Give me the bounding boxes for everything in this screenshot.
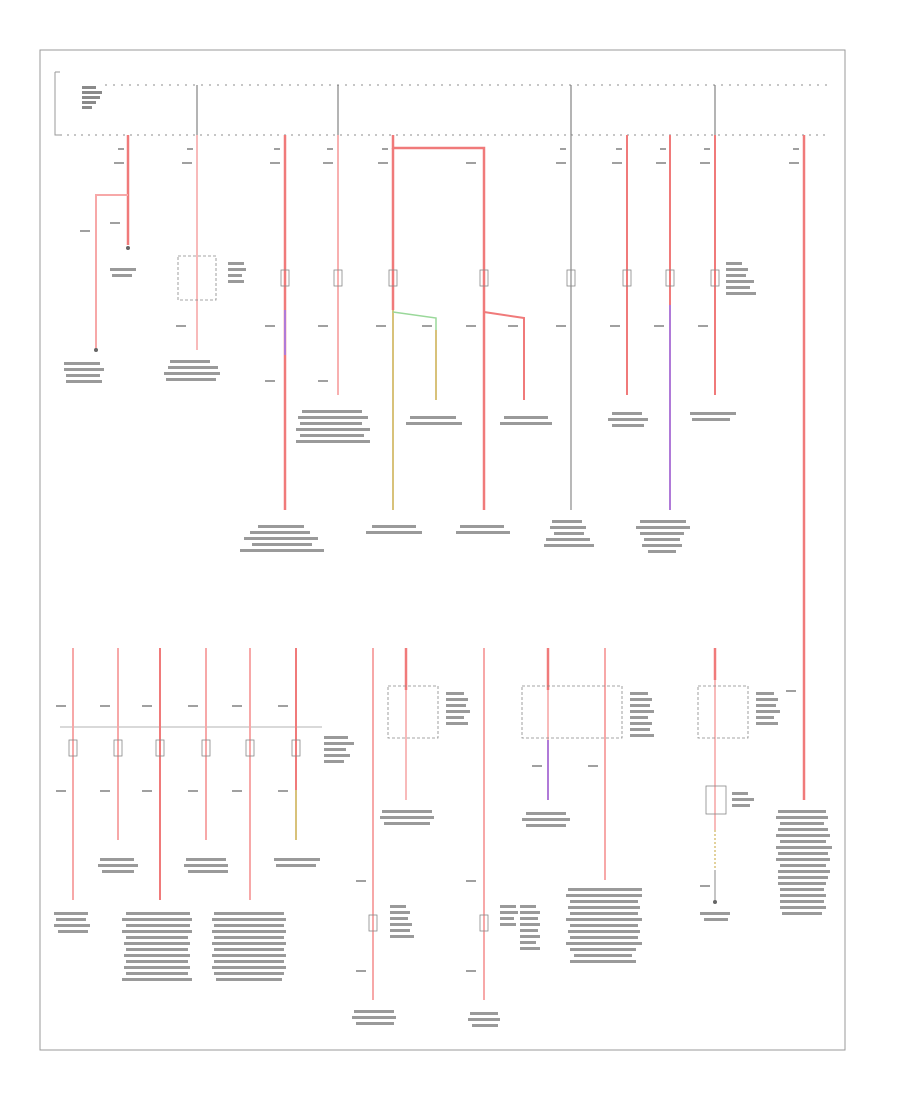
fuse-icon — [201, 739, 211, 757]
fuse-icon — [479, 269, 489, 287]
lower-circuit-center-2 — [468, 648, 518, 1027]
relay-icon — [177, 255, 217, 301]
bus-taps — [196, 85, 716, 135]
upper-circuit-4 — [296, 135, 370, 443]
upper-circuit-1 — [64, 135, 136, 383]
fuse-icon — [710, 269, 720, 287]
fuse-icon — [479, 914, 489, 932]
lower-circuit-center-1 — [352, 648, 470, 1025]
ground-icon — [126, 246, 130, 250]
fuse-icon — [68, 739, 78, 757]
diagram-frame — [39, 49, 846, 1051]
lower-circuit-right-2 — [697, 648, 780, 921]
relay-icon — [705, 785, 727, 815]
upper-circuit-3 — [240, 135, 324, 552]
fuse-icon — [113, 739, 123, 757]
upper-circuit-6 — [544, 135, 594, 547]
fuse-icon — [280, 269, 290, 287]
fuse-icon — [368, 914, 378, 932]
fuse-icon — [333, 269, 343, 287]
power-source-label-marks — [82, 86, 102, 109]
power-source-block — [54, 71, 102, 136]
fuse-icon — [245, 739, 255, 757]
fuse-icon — [155, 739, 165, 757]
fuse-icon — [665, 269, 675, 287]
wire-tag-marks — [56, 148, 799, 972]
upper-circuit-9 — [690, 135, 756, 421]
upper-circuit-10-feed — [776, 135, 832, 915]
relay-icon — [521, 685, 623, 739]
upper-circuit-2 — [164, 135, 246, 381]
upper-circuit-8 — [636, 135, 690, 553]
connector-icon — [94, 348, 98, 352]
ground-icon — [713, 900, 717, 904]
lower-relay-bank — [54, 648, 354, 981]
fuse-icon — [622, 269, 632, 287]
fuse-icon — [291, 739, 301, 757]
relay-icon — [697, 685, 749, 739]
lower-circuit-right-1 — [520, 648, 654, 963]
upper-circuit-5 — [366, 135, 552, 534]
relay-icon — [387, 685, 439, 739]
upper-circuit-7 — [608, 135, 648, 427]
upper-bus-line — [60, 84, 830, 136]
fuse-icon — [388, 269, 398, 287]
fuse-icon — [566, 269, 576, 287]
